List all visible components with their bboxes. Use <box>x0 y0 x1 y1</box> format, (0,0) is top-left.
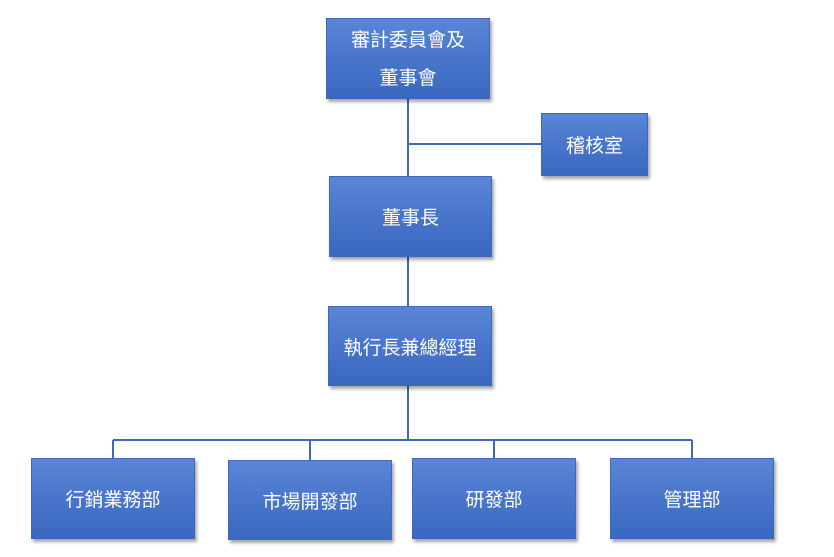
department-label: 研發部 <box>465 489 523 511</box>
department-label: 管理部 <box>663 489 721 511</box>
audit-committee-board-box: 審計委員會及 董事會 <box>326 18 490 99</box>
department-label: 市場開發部 <box>262 490 358 513</box>
department-label: 行銷業務部 <box>65 489 161 511</box>
department-box-market-development: 市場開發部 <box>228 460 392 540</box>
audit-committee-label-line2: 董事會 <box>379 66 437 89</box>
department-box-management: 管理部 <box>610 458 774 539</box>
ceo-gm-label: 執行長兼總經理 <box>343 336 477 359</box>
chairman-box: 董事長 <box>329 176 492 257</box>
chairman-label: 董事長 <box>381 207 439 229</box>
ceo-gm-box: 執行長兼總經理 <box>328 306 492 386</box>
department-box-rnd: 研發部 <box>412 458 576 539</box>
audit-office-box: 稽核室 <box>541 113 648 176</box>
audit-office-label: 稽核室 <box>565 135 623 157</box>
department-box-marketing-sales: 行銷業務部 <box>31 458 195 539</box>
audit-committee-label-line1: 審計委員會及 <box>350 28 465 51</box>
